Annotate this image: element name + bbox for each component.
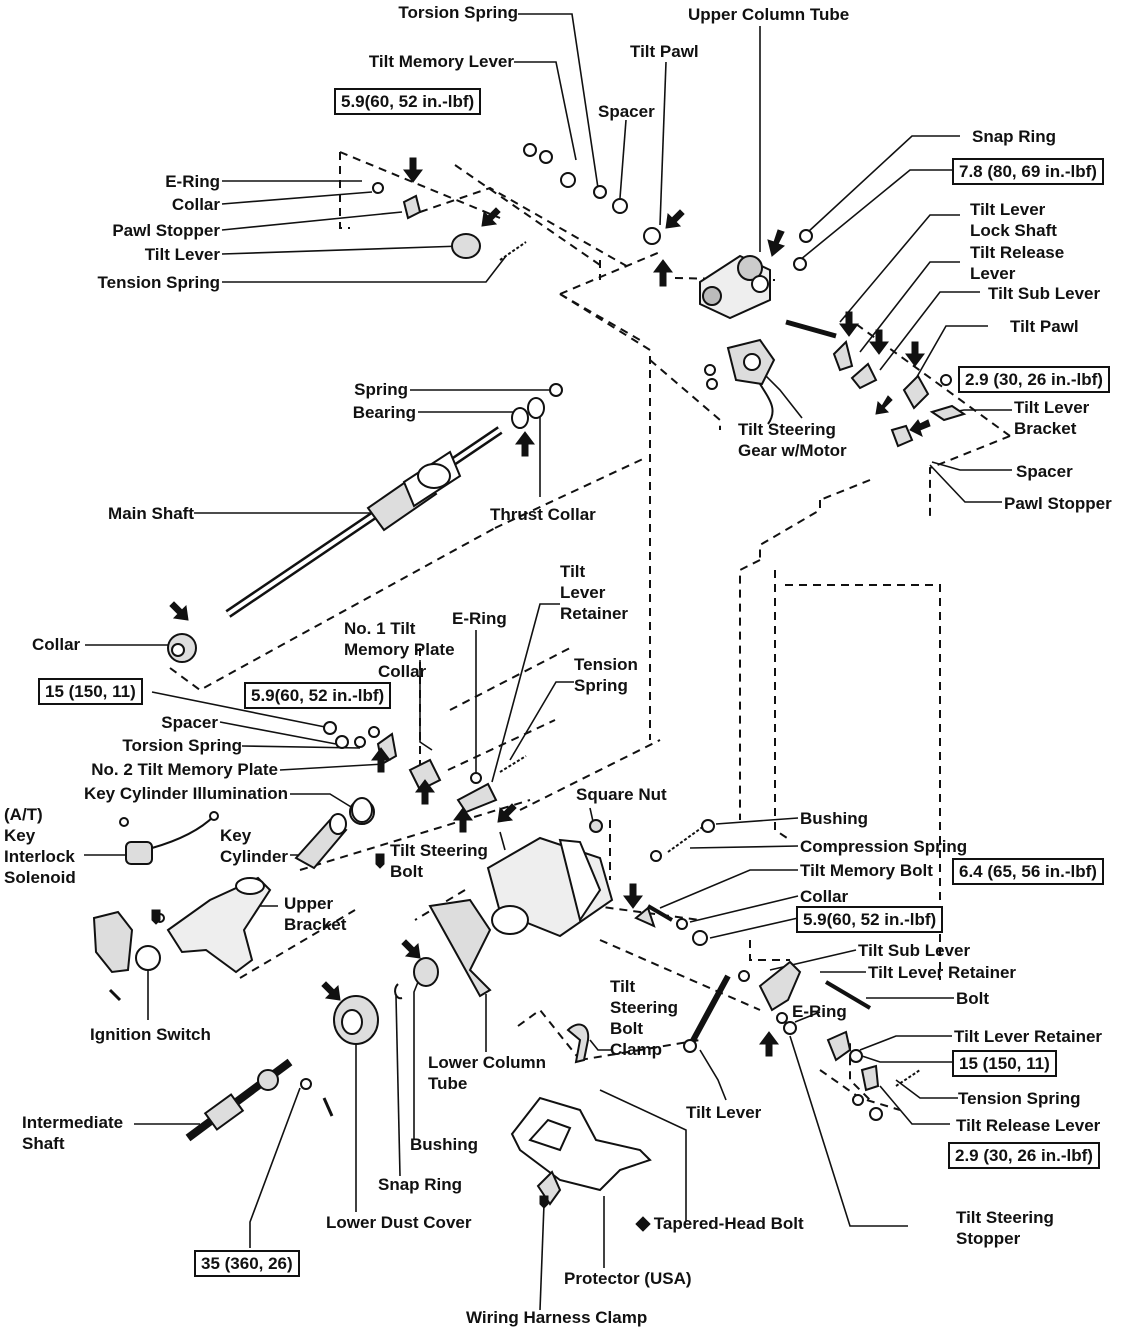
tilt-steering-bolt-clamp-part xyxy=(566,1023,590,1064)
label-lower-column-tube: Lower Column Tube xyxy=(428,1053,547,1093)
label-tilt-steering-stopper: Tilt Steering Stopper xyxy=(956,1208,1054,1248)
label-spacer-mid: Spacer xyxy=(161,713,218,732)
key-interlock-solenoid-part xyxy=(125,815,215,865)
label-tilt-lever-retainer-mid: Tilt Lever Retainer xyxy=(560,562,629,623)
torque-box-5-9-mid: 5.9(60, 52 in.-lbf) xyxy=(244,682,392,709)
label-tilt-sub-lever-bottom: Tilt Sub Lever xyxy=(858,941,971,960)
torque-box-6-4: 6.4 (65, 56 in.-lbf) xyxy=(952,858,1104,885)
torque-box-5-9-top: 5.9(60, 52 in.-lbf) xyxy=(334,88,482,115)
label-torsion-spring-top: Torsion Spring xyxy=(398,3,518,22)
label-tilt-pawl-right: Tilt Pawl xyxy=(1010,317,1079,336)
label-square-nut: Square Nut xyxy=(576,785,667,804)
label-tilt-steering-bolt-clamp: Tilt Steering Bolt Clamp xyxy=(610,977,679,1059)
label-tilt-memory-lever: Tilt Memory Lever xyxy=(368,52,514,71)
label-tilt-sub-lever-top: Tilt Sub Lever xyxy=(988,284,1101,303)
label-tilt-lever-retainer-right2: Tilt Lever Retainer xyxy=(954,1027,1103,1046)
upper-column-tube xyxy=(699,254,771,320)
tilt-lever-part xyxy=(683,974,731,1053)
label-tilt-memory-bolt: Tilt Memory Bolt xyxy=(800,861,933,880)
upper-bracket xyxy=(166,876,272,974)
torque-box-35: 35 (360, 26) xyxy=(194,1250,300,1277)
label-e-ring-mid: E-Ring xyxy=(452,609,507,628)
torque-box-2-9-bottom: 2.9 (30, 26 in.-lbf) xyxy=(948,1142,1100,1169)
label-torsion-spring-mid: Torsion Spring xyxy=(122,736,242,755)
label-collar-left: Collar xyxy=(32,635,81,654)
label-pawl-stopper-left: Pawl Stopper xyxy=(112,221,220,240)
label-tension-spring-bottom: Tension Spring xyxy=(958,1089,1081,1108)
protector-part xyxy=(510,1096,652,1192)
label-no1-tilt-memory-plate: No. 1 Tilt Memory Plate xyxy=(344,619,455,659)
torque-box-15-left: 15 (150, 11) xyxy=(38,678,143,705)
bushing-part xyxy=(394,957,439,1000)
label-ignition-switch: Ignition Switch xyxy=(90,1025,211,1044)
label-tilt-steering-gear-motor: Tilt Steering Gear w/Motor xyxy=(738,420,847,460)
label-tilt-release-lever-top: Tilt Release Lever xyxy=(970,243,1065,283)
label-tilt-lever-lock-shaft: Tilt Lever Lock Shaft xyxy=(970,200,1057,240)
label-bearing: Bearing xyxy=(352,403,416,422)
label-key-cylinder: Key Cylinder xyxy=(220,826,289,866)
main-shaft xyxy=(225,426,503,618)
label-main-shaft: Main Shaft xyxy=(108,504,194,523)
label-tension-spring-left: Tension Spring xyxy=(97,273,220,292)
torque-box-15-right: 15 (150, 11) xyxy=(952,1050,1057,1077)
lower-column-tube xyxy=(428,836,614,998)
tilt-steering-gear-motor xyxy=(726,338,776,425)
label-tilt-lever-bottom: Tilt Lever xyxy=(686,1103,762,1122)
label-spacer-right: Spacer xyxy=(1016,462,1073,481)
label-tension-spring-mid: Tension Spring xyxy=(574,655,638,695)
label-snap-ring-bottom: Snap Ring xyxy=(378,1175,463,1194)
label-upper-column-tube: Upper Column Tube xyxy=(688,5,850,24)
label-upper-bracket: Upper Bracket xyxy=(284,894,347,934)
intermediate-shaft-part xyxy=(185,1058,293,1142)
torque-box-7-8: 7.8 (80, 69 in.-lbf) xyxy=(952,158,1104,185)
label-bolt-right: Bolt xyxy=(956,989,990,1008)
label-intermediate-shaft: Intermediate Shaft xyxy=(22,1113,124,1153)
indicator-arrows xyxy=(151,157,931,1232)
label-e-ring-bottom: E-Ring xyxy=(792,1002,847,1021)
label-collar-mid: Collar xyxy=(378,662,427,681)
label-pawl-stopper-right: Pawl Stopper xyxy=(1004,494,1112,513)
lower-dust-cover-part xyxy=(333,995,379,1045)
torque-box-2-9-top: 2.9 (30, 26 in.-lbf) xyxy=(958,366,1110,393)
label-bushing-mid: Bushing xyxy=(800,809,868,828)
leader-lines xyxy=(84,13,1012,1311)
label-tilt-release-lever-bottom: Tilt Release Lever xyxy=(956,1116,1101,1135)
ignition-switch-part xyxy=(92,910,161,974)
label-bushing-bottom: Bushing xyxy=(410,1135,478,1154)
label-key-cylinder-illumination: Key Cylinder Illumination xyxy=(83,784,288,803)
label-spring: Spring xyxy=(354,380,408,399)
torque-box-5-9-right: 5.9(60, 52 in.-lbf) xyxy=(796,906,944,933)
label-at-key-interlock-solenoid: (A/T) Key Interlock Solenoid xyxy=(4,805,76,887)
label-protector-usa: Protector (USA) xyxy=(564,1269,692,1288)
label-tilt-pawl-top: Tilt Pawl xyxy=(630,42,699,61)
label-tilt-lever-retainer-right1: Tilt Lever Retainer xyxy=(868,963,1017,982)
tilt-lever-retainer-cluster xyxy=(758,960,880,1092)
label-lower-dust-cover: Lower Dust Cover xyxy=(326,1213,472,1232)
label-thrust-collar: Thrust Collar xyxy=(490,505,596,524)
label-tilt-lever-left: Tilt Lever xyxy=(144,245,220,264)
label-snap-ring-top: Snap Ring xyxy=(972,127,1057,146)
label-wiring-harness-clamp: Wiring Harness Clamp xyxy=(466,1308,648,1327)
label-collar-right: Collar xyxy=(800,887,849,906)
upper-right-levers xyxy=(785,319,967,448)
label-spacer-top: Spacer xyxy=(598,102,655,121)
label-tilt-steering-bolt-mid: Tilt Steering Bolt xyxy=(390,841,488,881)
label-tilt-lever-bracket: Tilt Lever Bracket xyxy=(1014,398,1090,438)
small-parts xyxy=(108,143,952,1121)
label-no2-tilt-memory-plate: No. 2 Tilt Memory Plate xyxy=(91,760,278,779)
label-collar-top: Collar xyxy=(171,195,220,214)
label-compression-spring: Compression Spring xyxy=(800,837,968,856)
label-e-ring-top: E-Ring xyxy=(165,172,220,191)
label-tapered-head-bolt: ◆ Tapered-Head Bolt xyxy=(636,1214,804,1233)
